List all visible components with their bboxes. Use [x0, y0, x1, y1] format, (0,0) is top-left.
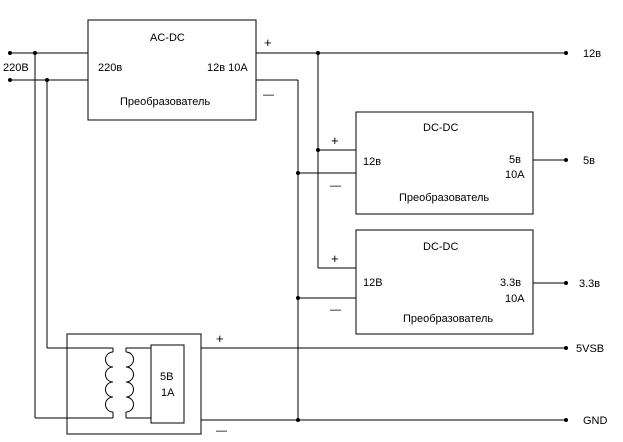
acdc-minus-sign: —: [263, 89, 274, 101]
junction-12v-dcdc1: [316, 148, 320, 152]
standby-transformer-box: [66, 333, 202, 435]
junction-12v: [316, 51, 320, 55]
junction-gnd-dcdc1: [296, 171, 300, 175]
dcdc2-caption: Преобразователь: [403, 313, 493, 325]
junction-input-bottom: [8, 78, 12, 82]
terminal-5vsb: [564, 346, 568, 350]
dcdc1-converter-box: [355, 111, 534, 215]
terminal-gnd: [564, 418, 568, 422]
junction-dots: [8, 51, 568, 422]
input-voltage-label: 220В: [3, 62, 29, 74]
transformer-plus-sign: +: [216, 331, 224, 346]
dcdc2-converter-box: [355, 229, 534, 335]
standby-regulator-box: [150, 344, 185, 424]
terminal-5v: [564, 158, 568, 162]
secondary-coil: [125, 351, 134, 413]
dcdc2-title: DC-DC: [423, 241, 458, 253]
output-5vsb-label: 5VSB: [576, 343, 604, 355]
transformer-minus-sign: —: [216, 425, 227, 437]
junction-gnd-rail: [296, 418, 300, 422]
dcdc2-output-label: 3.3в: [500, 277, 521, 289]
output-33v-label: 3.3в: [579, 278, 600, 290]
dcdc1-minus-sign: —: [330, 180, 341, 192]
dcdc1-input-label: 12в: [363, 156, 381, 168]
output-5v-label: 5в: [583, 155, 595, 167]
acdc-caption: Преобразователь: [120, 96, 210, 108]
acdc-plus-sign: +: [264, 35, 272, 50]
dcdc2-plus-sign: +: [331, 251, 339, 266]
dcdc1-plus-sign: +: [331, 133, 339, 148]
dcdc1-output-label: 5в: [509, 154, 521, 166]
regulator-voltage: 5В: [160, 371, 173, 383]
regulator-current: 1А: [161, 387, 175, 399]
dcdc2-output-current: 10А: [505, 293, 525, 305]
output-12v-label: 12в: [583, 48, 601, 60]
junction-gnd-dcdc2: [296, 296, 300, 300]
acdc-output-label: 12в 10А: [207, 62, 248, 74]
primary-coil: [105, 351, 114, 413]
junction-input-top: [8, 51, 12, 55]
output-gnd-label: GND: [583, 415, 608, 427]
dcdc1-title: DC-DC: [423, 122, 458, 134]
dcdc1-caption: Преобразователь: [399, 192, 489, 204]
junction-standby-2: [45, 78, 49, 82]
terminal-33v: [564, 281, 568, 285]
dcdc2-input-label: 12В: [363, 277, 383, 289]
terminal-12v: [564, 51, 568, 55]
acdc-converter-box: [87, 19, 257, 121]
dcdc2-minus-sign: —: [330, 304, 341, 316]
acdc-title: AC-DC: [150, 32, 185, 44]
acdc-input-label: 220в: [98, 62, 122, 74]
junction-standby-1: [33, 51, 37, 55]
dcdc1-output-current: 10А: [505, 169, 525, 181]
